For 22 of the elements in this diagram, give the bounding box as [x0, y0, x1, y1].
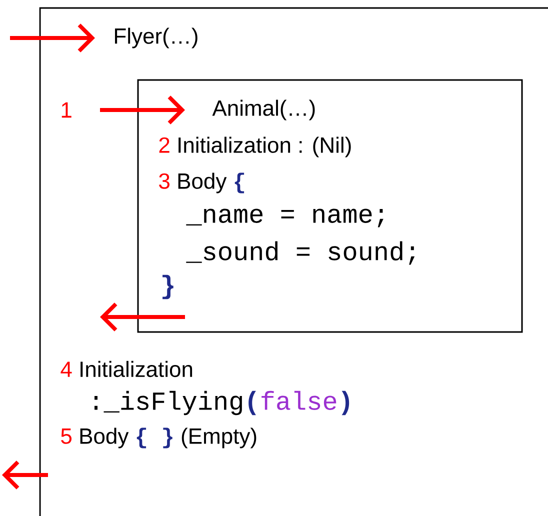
step-number: 1 [62, 102, 72, 118]
constructor-call: Animal(…) [212, 100, 315, 120]
code-line: _sound = sound; [186, 241, 415, 265]
node-label: ( [248, 390, 256, 416]
step-text: 4 Initialization [60, 360, 192, 378]
closing-brace: } [162, 274, 174, 300]
node-label: Body [80, 428, 129, 448]
code-line: :_isFlying ( false ) [94, 390, 350, 416]
arrow [100, 302, 185, 332]
step-text: 3 Body { [159, 172, 244, 194]
constructor-call: Flyer(…) [115, 28, 198, 48]
arrow [10, 24, 95, 52]
step-text: 5 Body { } (Empty) [61, 428, 256, 448]
node-label: false [262, 390, 336, 410]
node-label: (Empty) [182, 428, 256, 448]
code-line: _name = name; [186, 208, 384, 228]
node-label: ) [342, 390, 350, 416]
step-text: 2 Initialization : (Nil) [159, 136, 351, 158]
label: 5 [61, 428, 72, 444]
node-label: :_isFlying [94, 390, 242, 416]
arrow [100, 96, 185, 124]
node-label: { } [136, 428, 172, 448]
